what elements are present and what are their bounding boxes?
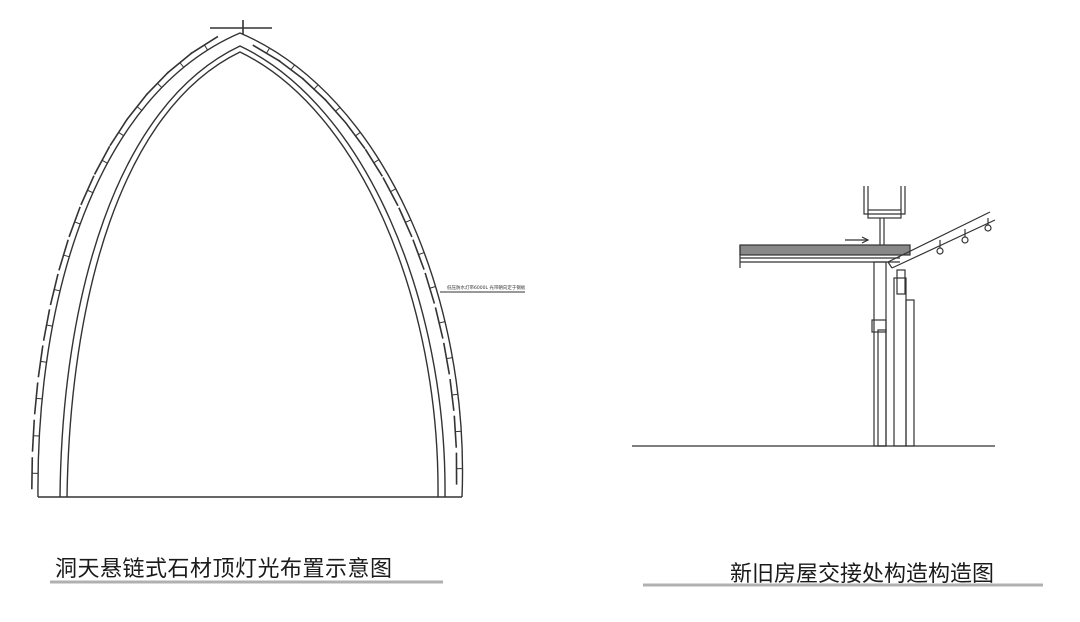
fin-rib-25 — [429, 286, 436, 289]
fin-rib-13 — [157, 82, 163, 88]
right-caption: 新旧房屋交接处构造构造图 — [730, 562, 995, 587]
fin-rib-24 — [418, 252, 425, 256]
gutter-bracket — [863, 186, 906, 215]
fin-rib-23 — [405, 219, 412, 223]
fin-rib-22 — [390, 188, 397, 193]
light-fin-20 — [364, 148, 384, 177]
arch-inner-curve — [66, 51, 439, 498]
fin-rib-27 — [446, 357, 453, 360]
new-column-face — [905, 299, 915, 447]
fin-rib-11 — [118, 131, 124, 137]
fin-rib-5 — [46, 324, 53, 327]
roof-slope-top — [887, 211, 991, 263]
column-cap — [896, 269, 906, 295]
fin-rib-6 — [54, 289, 61, 292]
roof-slope-bottom — [891, 219, 996, 269]
fin-rib-7 — [63, 254, 70, 258]
fin-rib-15 — [203, 44, 209, 51]
fin-rib-14 — [179, 62, 185, 68]
slab-hatched — [739, 244, 911, 256]
new-column — [893, 277, 907, 447]
light-fin-23 — [412, 239, 425, 270]
old-column — [873, 261, 887, 447]
light-fin-21 — [382, 177, 399, 207]
fin-rib-18 — [313, 84, 319, 90]
catenary-arch-drawing — [37, 32, 464, 498]
fin-rib-3 — [36, 397, 43, 400]
fin-rib-28 — [451, 393, 458, 396]
fin-rib-10 — [101, 159, 108, 164]
old-column-inner — [877, 329, 887, 447]
light-fin-3 — [37, 345, 44, 378]
fin-rib-16 — [266, 47, 270, 54]
fin-rib-8 — [74, 221, 81, 225]
fin-rib-20 — [355, 131, 361, 137]
junction-drawing — [632, 186, 996, 447]
fin-rib-12 — [136, 106, 143, 111]
roof-lights — [936, 218, 992, 255]
light-fins — [31, 20, 463, 490]
light-fin-19 — [345, 122, 366, 150]
slab-arrow-head — [861, 236, 870, 244]
left-caption: 洞天悬链式石材顶灯光布置示意图 — [55, 557, 393, 582]
fin-rib-21 — [373, 159, 380, 164]
fin-rib-9 — [87, 189, 94, 194]
arch-inner-curve-2 — [59, 45, 446, 498]
fin-rib-4 — [40, 360, 47, 363]
arch-outer-curve — [37, 32, 464, 498]
column-bracket — [871, 319, 887, 333]
fin-rib-19 — [335, 106, 341, 112]
annotation-text: 低压防水灯带6000L 光带朝向定于钢板 — [447, 284, 526, 291]
fin-rib-17 — [290, 64, 295, 71]
fin-rib-26 — [439, 321, 446, 324]
roof-slope-end — [887, 261, 893, 269]
